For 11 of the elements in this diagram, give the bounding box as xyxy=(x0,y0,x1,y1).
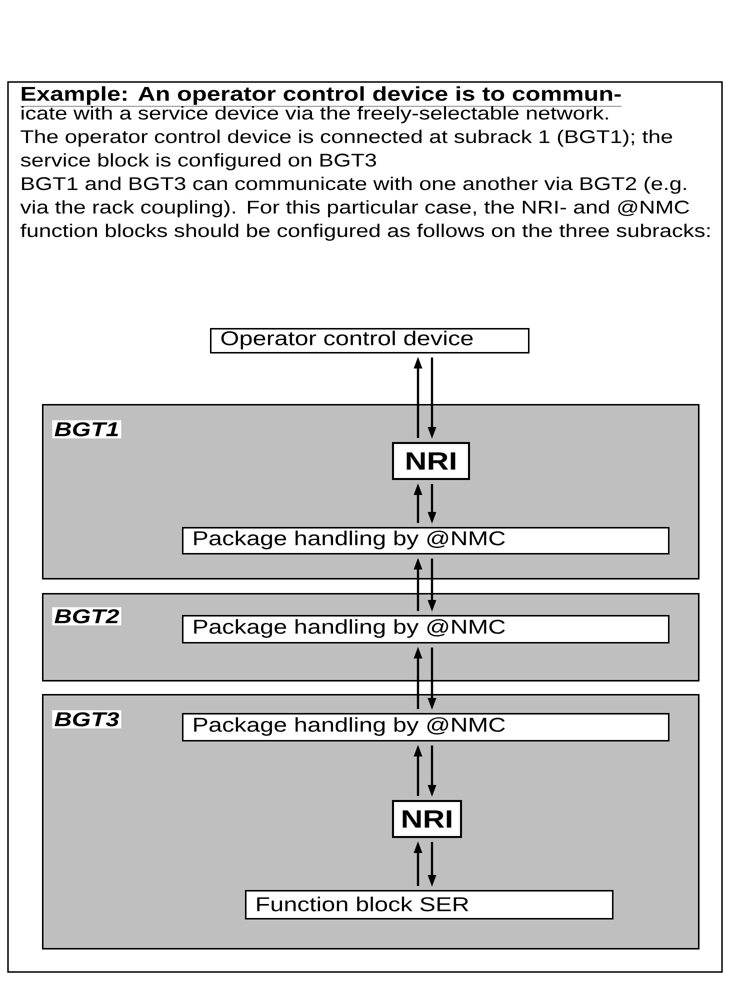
title: Example: An operator control device is to commun- xyxy=(20,86,622,106)
process-box: Operator control device xyxy=(210,328,530,354)
function-box: NRI xyxy=(392,800,462,838)
function-box: NRI xyxy=(392,442,470,480)
paragraph: BGT1 and BGT3 can communicate with one another via BGT2 (e.g. via the rack coupling). For this particular case, the NRI- and @NMC function blocks should be configured as follows on the three subracks: xyxy=(20,176,710,241)
paragraph: icate with a service device via the freely-selectable network. xyxy=(22,106,608,124)
process-box: Package handling by @NMC xyxy=(182,527,670,554)
process-box: Function block SER xyxy=(245,890,614,920)
paragraph: The operator control device is connected at subrack 1 (BGT1); the service block is configured on BGT3 xyxy=(20,130,672,170)
process-box: Package handling by @NMC xyxy=(182,615,670,644)
process-box: Package handling by @NMC xyxy=(182,713,670,742)
